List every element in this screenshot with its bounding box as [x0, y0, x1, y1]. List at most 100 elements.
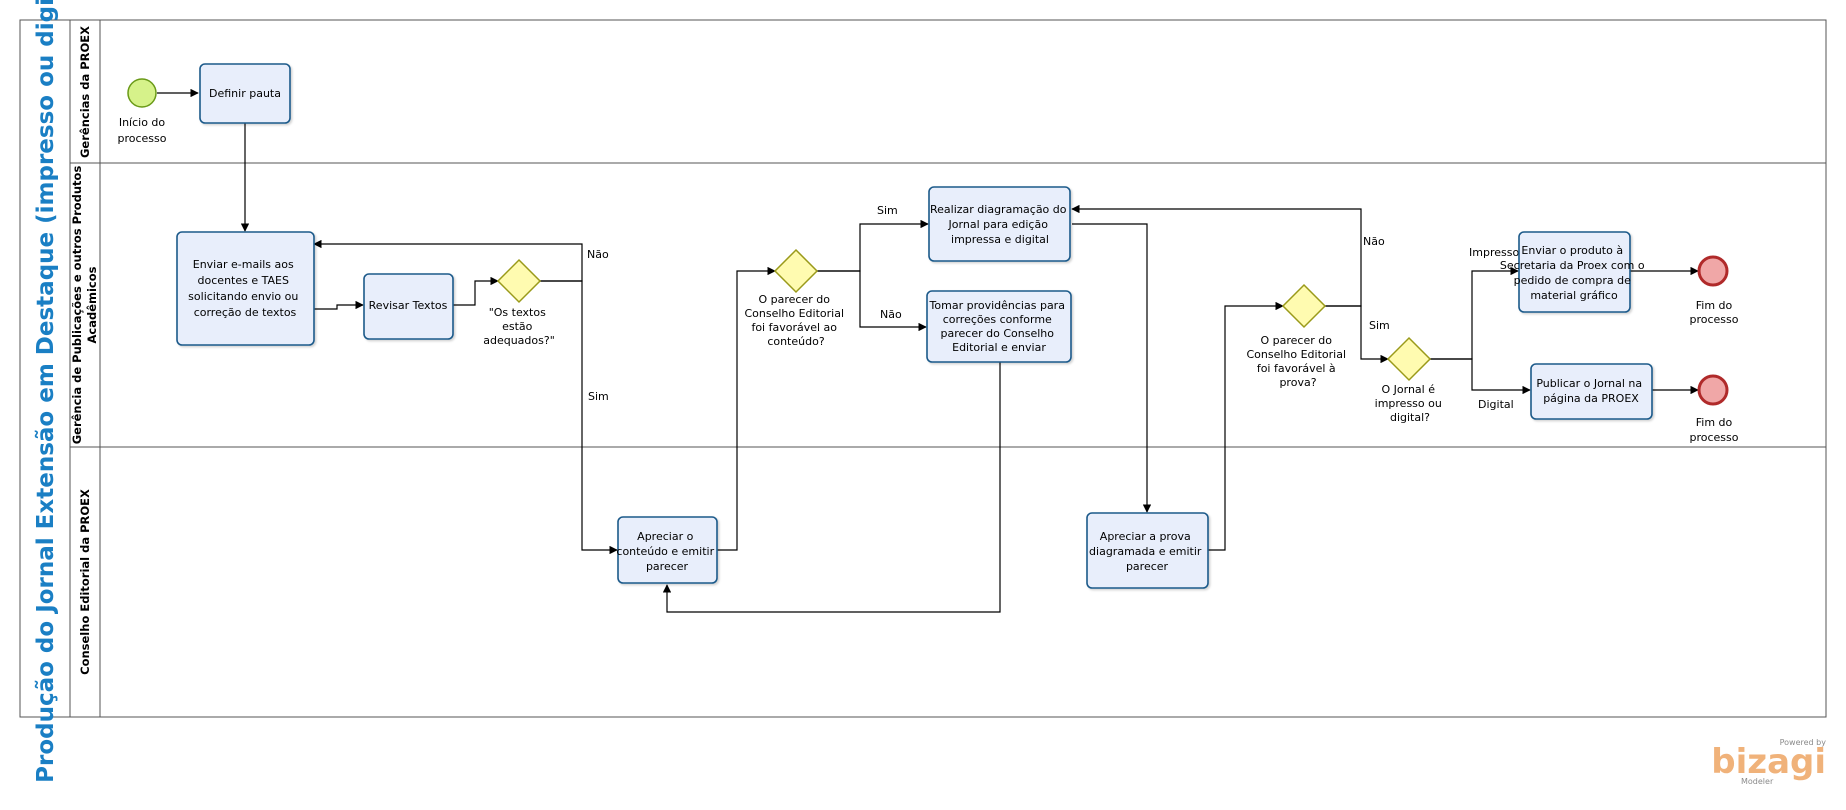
task-label: diagramada e emitir — [1089, 545, 1202, 558]
task-label: pedido de compra de — [1514, 274, 1631, 287]
end-label-line2: processo — [1689, 313, 1738, 326]
flow-gateway4-digital — [1430, 358, 1531, 395]
flow-apreciar-to-gateway2 — [717, 266, 776, 551]
end-circle-icon — [1697, 374, 1729, 406]
gateway-label: impresso ou — [1375, 397, 1442, 410]
task-label: Enviar e-mails aos — [193, 258, 294, 271]
pool-title: Produção do Jornal Extensão em Destaque … — [33, 0, 59, 783]
task-label: parecer — [1126, 560, 1169, 573]
flow-prova-to-gateway3 — [1208, 301, 1284, 551]
gateway-label: prova? — [1279, 376, 1316, 389]
task-label: Secretaria da Proex com o — [1500, 259, 1645, 272]
task-label: Publicar o Jornal na — [1536, 377, 1642, 390]
svg-text:Revisar Textos: Revisar Textos — [369, 299, 448, 312]
end-label-line1: Fim do — [1696, 299, 1733, 312]
lane-title-conselho: Conselho Editorial da PROEX — [78, 489, 92, 675]
task-enviar-produto[interactable]: Enviar o produto à Secretaria da Proex c… — [1500, 231, 1648, 313]
lane-gerencia-publicacoes: Gerência de Publicações e outros Produto… — [70, 166, 99, 445]
svg-text:Apreciar o conteúdo e em: Apreciar o conteúdo e emitir parecer — [616, 530, 717, 573]
flow-enviar-to-revisar — [313, 300, 364, 310]
end-label-line2: processo — [1689, 431, 1738, 444]
flow-label-sim-3: Sim — [1369, 319, 1390, 332]
flow-gateway3-sim — [1325, 305, 1389, 364]
logo-sub-text: Modeler — [1741, 777, 1774, 786]
gateway-parecer-conteudo[interactable]: O parecer do Conselho Editorial foi favo… — [744, 248, 847, 348]
task-label: parecer do Conselho — [941, 327, 1055, 340]
start-label-line2: processo — [117, 132, 166, 145]
gateway-label: O parecer do — [1261, 334, 1333, 347]
task-label: Enviar o produto à — [1521, 244, 1623, 257]
flow-label-sim-2: Sim — [877, 204, 898, 217]
flow-labels: Não Sim Sim Não Não Sim Impresso Digital — [587, 204, 1519, 411]
gateway-label: digital? — [1390, 411, 1430, 424]
svg-text:Apreciar a prova diagram: Apreciar a prova diagramada e emitir par… — [1089, 530, 1205, 573]
task-label: material gráfico — [1530, 289, 1618, 302]
gateway-textos-adequados[interactable]: "Os textos estão adequados?" — [483, 258, 555, 347]
start-event[interactable]: Início do processo — [117, 78, 167, 145]
flow-label-nao-1: Não — [587, 248, 609, 261]
task-label: página da PROEX — [1543, 392, 1639, 405]
task-definir-pauta[interactable]: Definir pauta — [199, 63, 291, 124]
task-label: Revisar Textos — [369, 299, 448, 312]
task-realizar-diagramacao[interactable]: Realizar diagramação do Jornal para ediç… — [928, 186, 1071, 262]
task-label: Realizar diagramação do — [930, 203, 1067, 216]
flow-label-nao-2: Não — [880, 308, 902, 321]
task-label: docentes e TAES — [198, 274, 289, 287]
svg-text:Definir pauta: Definir pauta — [209, 87, 281, 100]
flow-revisar-to-gateway1 — [453, 276, 499, 306]
task-label: Definir pauta — [209, 87, 281, 100]
gateway-parecer-prova[interactable]: O parecer do Conselho Editorial foi favo… — [1246, 283, 1349, 389]
flow-label-sim-1: Sim — [588, 390, 609, 403]
end-label-line1: Fim do — [1696, 416, 1733, 429]
start-label-line1: Início do — [119, 116, 166, 129]
gateway-label: foi favorável ao — [751, 321, 837, 334]
flow-gateway1-sim — [540, 280, 618, 555]
gateway-label: foi favorável à — [1257, 362, 1336, 375]
lane-title-publicacoes-line1: Gerência de Publicações e outros Produto… — [70, 166, 84, 445]
task-label: conteúdo e emitir — [616, 545, 714, 558]
gateway-label: Conselho Editorial — [744, 307, 844, 320]
svg-text:O Jornal é impresso ou: O Jornal é impresso ou digital? — [1375, 383, 1446, 424]
gateway-label: O Jornal é — [1382, 383, 1436, 396]
task-label: Tomar providências para — [929, 299, 1065, 312]
logo-powered-text: Powered by — [1780, 738, 1827, 747]
gateway-diamond-icon — [496, 258, 542, 304]
task-label: Jornal para edição — [948, 218, 1049, 231]
lane-gerencias: Gerências da PROEX — [78, 26, 92, 158]
gateway-impresso-digital[interactable]: O Jornal é impresso ou digital? — [1375, 336, 1446, 424]
flow-providencias-to-apreciar — [662, 362, 1001, 613]
gateway-diamond-icon — [773, 248, 819, 294]
flow-diagramacao-to-prova — [1072, 223, 1152, 513]
flow-gateway2-nao — [817, 270, 927, 332]
end-event-1[interactable]: Fim do processo — [1689, 255, 1739, 326]
svg-text:Realizar diagramação do: Realizar diagramação do Jornal para ediç… — [930, 203, 1070, 246]
task-label: correções conforme — [943, 313, 1052, 326]
bizagi-logo: Powered by bizagi Modeler — [1711, 738, 1826, 786]
gateway-label: estão — [502, 320, 533, 333]
svg-text:"Os textos estão a: "Os textos estão adequados?" — [483, 306, 555, 347]
sequence-flows — [157, 88, 1699, 613]
task-apreciar-conteudo[interactable]: Apreciar o conteúdo e emitir parecer — [616, 516, 718, 584]
task-label: Apreciar a prova — [1100, 530, 1191, 543]
flow-label-nao-3: Não — [1363, 235, 1385, 248]
gateway-label: conteúdo? — [767, 335, 825, 348]
logo-brand-text: bizagi — [1711, 742, 1826, 782]
task-label: solicitando envio ou — [188, 290, 298, 303]
svg-text:Enviar e-mails aos docen: Enviar e-mails aos docentes e TAES solic… — [188, 258, 302, 319]
task-revisar-textos[interactable]: Revisar Textos — [363, 273, 454, 340]
task-tomar-providencias[interactable]: Tomar providências para correções confor… — [926, 290, 1072, 363]
gateway-label: Conselho Editorial — [1246, 348, 1346, 361]
end-event-2[interactable]: Fim do processo — [1689, 374, 1739, 444]
svg-text:Publicar o Jornal na pág: Publicar o Jornal na página da PROEX — [1536, 377, 1645, 405]
task-label: correção de textos — [194, 306, 297, 319]
lane-title-publicacoes-line2: Acadêmicos — [85, 266, 99, 343]
task-apreciar-prova[interactable]: Apreciar a prova diagramada e emitir par… — [1086, 512, 1209, 589]
pool: Produção do Jornal Extensão em Destaque … — [19, 0, 1827, 783]
end-circle-icon — [1697, 255, 1729, 287]
gateway-label: adequados?" — [483, 334, 555, 347]
gateway-diamond-icon — [1386, 336, 1432, 382]
task-enviar-emails[interactable]: Enviar e-mails aos docentes e TAES solic… — [176, 231, 315, 346]
svg-text:Enviar o produto à Secre: Enviar o produto à Secretaria da Proex c… — [1500, 244, 1648, 302]
task-publicar-jornal[interactable]: Publicar o Jornal na página da PROEX — [1530, 363, 1653, 420]
